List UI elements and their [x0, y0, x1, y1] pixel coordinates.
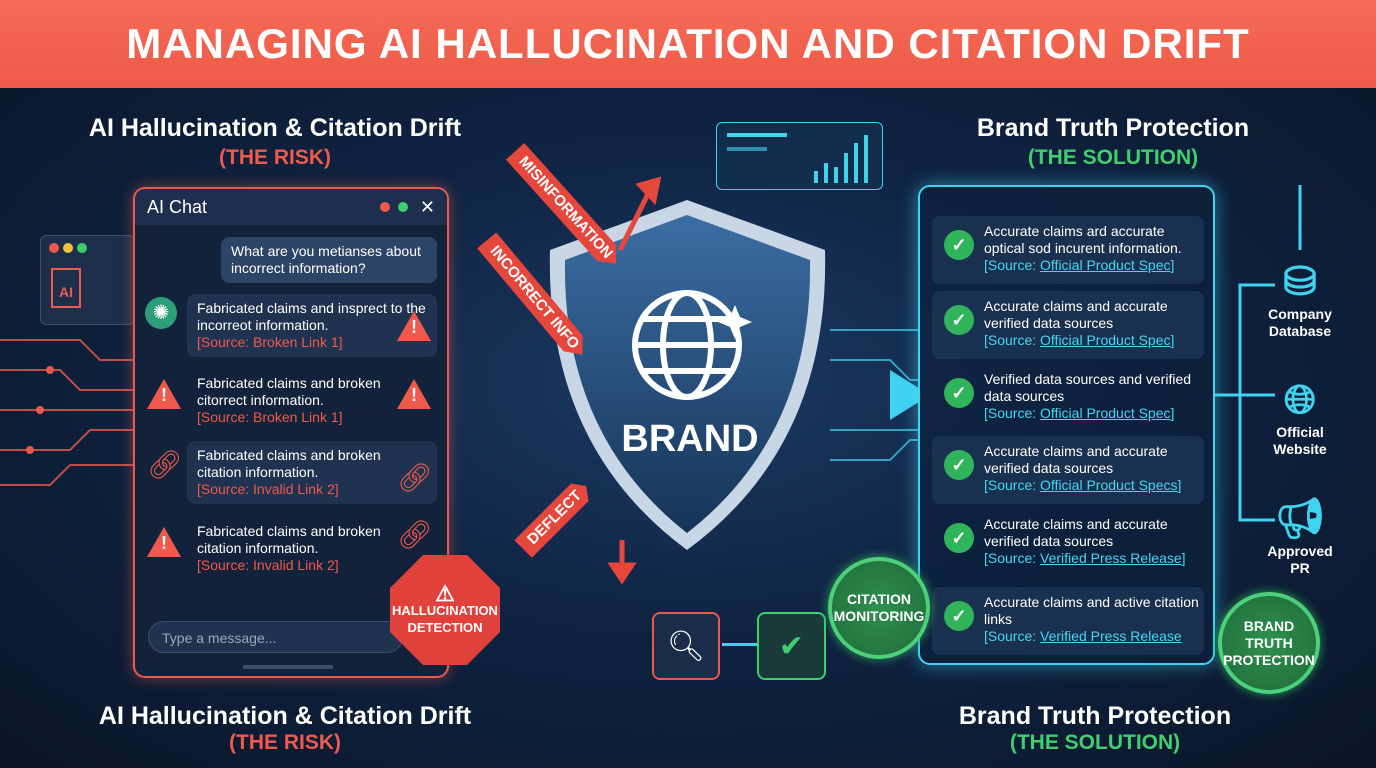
circuit-lines-right [830, 329, 920, 461]
circuit-lines-left [0, 339, 135, 486]
ai-chat-window: AI Chat ✕ What are you metianses about i… [133, 187, 449, 678]
check-icon: ✓ [944, 601, 974, 631]
chat-message: Fabricated claims and broken citorrect i… [187, 369, 437, 432]
check-icon: ✓ [944, 450, 974, 480]
footer-solution-heading: Brand Truth Protection [958, 702, 1232, 730]
verified-item: ✓Accurate claims ard accurate optical so… [932, 216, 1204, 284]
page-title: MANAGING AI HALLUCINATION AND CITATION D… [126, 20, 1250, 67]
title-bar: MANAGING AI HALLUCINATION AND CITATION D… [0, 0, 1376, 88]
verified-item: ✓Accurate claims and accurate verified d… [932, 436, 1204, 504]
source-connectors [1215, 185, 1302, 522]
source-link[interactable]: Verified Press Release [1040, 628, 1182, 644]
warning-icon [147, 527, 181, 557]
analytics-chart-card [716, 122, 883, 190]
verified-item: ✓Accurate claims and accurate verified d… [932, 509, 1204, 577]
risk-subheading: (THE RISK) [219, 146, 331, 169]
warning-icon [397, 379, 431, 409]
broken-link-icon: 🔗︎ [397, 519, 433, 550]
verified-item: ✓Accurate claims and active citation lin… [932, 587, 1204, 655]
mini-browser-window: AI [40, 235, 135, 325]
home-indicator [243, 665, 333, 669]
source-link[interactable]: Verified Press Release [1040, 550, 1182, 566]
chat-title: AI Chat [147, 196, 208, 217]
brand-label: BRAND [621, 418, 759, 460]
footer-risk-heading: AI Hallucination & Citation Drift [98, 702, 472, 730]
check-icon: ✓ [944, 523, 974, 553]
globe-icon [632, 290, 742, 400]
red-arrows [607, 176, 662, 585]
flow-arrow [722, 643, 757, 646]
risk-heading: AI Hallucination & Citation Drift [88, 114, 462, 142]
check-icon: ✓ [944, 305, 974, 335]
check-icon: ✓ [944, 378, 974, 408]
source-link[interactable]: Official Product Spec [1040, 257, 1171, 273]
warning-icon: ⚠ [435, 580, 455, 606]
verified-item: ✓Verified data sources and verified data… [932, 364, 1204, 432]
website-globe-icon: 🌐︎ [1284, 378, 1316, 422]
close-icon[interactable]: ✕ [419, 196, 435, 217]
ai-document-icon: AI [51, 268, 81, 308]
source-link[interactable]: Official Product Spec [1040, 332, 1171, 348]
bar-chart-icon [814, 135, 868, 183]
red-dot-icon[interactable] [379, 202, 390, 212]
verified-claims-panel: ✓Accurate claims ard accurate optical so… [918, 185, 1215, 665]
database-icon: ⛁ [1283, 260, 1317, 304]
source-link[interactable]: [Source: Broken Link 1] [197, 334, 343, 350]
chat-message: Fabricated claims and broken citation in… [187, 441, 437, 504]
search-inspect-icon: 🔍︎ [652, 612, 720, 680]
ai-avatar-icon: ✺ [145, 297, 177, 329]
verified-check-icon: ✔ [757, 612, 826, 680]
warning-icon [397, 311, 431, 341]
footer-risk-subheading: (THE RISK) [229, 731, 341, 754]
chat-message: Fabricated claims and broken citation in… [187, 517, 437, 580]
megaphone-icon: 📢︎ [1274, 497, 1326, 541]
verified-item: ✓Accurate claims and accurate verified d… [932, 291, 1204, 359]
source-link[interactable]: [Source: Invalid Link 2] [197, 557, 339, 573]
warning-icon [147, 379, 181, 409]
source-link[interactable]: Official Product Specs [1040, 477, 1178, 493]
source-link[interactable]: [Source: Broken Link 1] [197, 409, 343, 425]
chat-header: AI Chat ✕ [135, 189, 447, 225]
message-input[interactable]: Type a message... [148, 621, 403, 653]
green-dot-icon[interactable] [397, 202, 408, 212]
chat-message: Fabricated claims and insprect to the in… [187, 294, 437, 357]
user-message: What are you metianses about incorrect i… [221, 237, 437, 283]
solution-subheading: (THE SOLUTION) [1027, 146, 1199, 169]
source-link[interactable]: [Source: Invalid Link 2] [197, 481, 339, 497]
source-link[interactable]: Official Product Spec [1040, 405, 1171, 421]
brand-shield [549, 200, 826, 550]
check-icon: ✓ [944, 230, 974, 260]
footer-solution-subheading: (THE SOLUTION) [1009, 731, 1181, 754]
broken-link-icon: 🔗︎ [147, 449, 183, 480]
solution-heading: Brand Truth Protection [976, 114, 1250, 142]
broken-link-icon: 🔗︎ [397, 462, 433, 493]
